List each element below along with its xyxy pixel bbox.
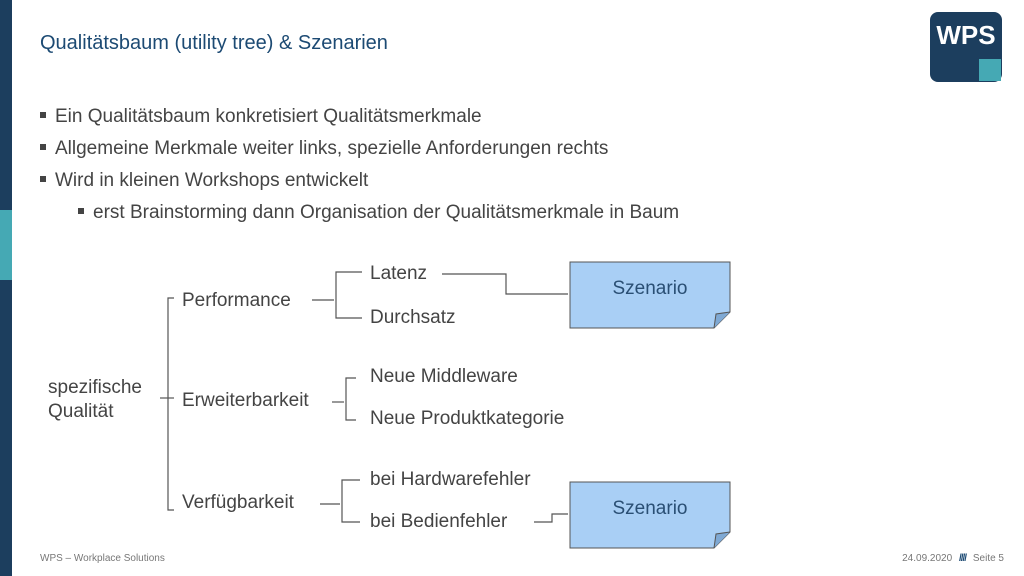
tree-leaf-neue-produktkategorie: Neue Produktkategorie: [370, 408, 565, 429]
sub-bullet-item: erst Brainstorming dann Organisation der…: [78, 202, 679, 224]
scenario-note-1: [569, 261, 731, 329]
left-brand-accent: [0, 210, 12, 280]
logo-text: WPS: [936, 20, 995, 50]
tree-root: spezifische Qualität: [48, 377, 142, 422]
tree-leaf-latenz: Latenz: [370, 263, 428, 284]
bullet-item: Wird in kleinen Workshops entwickelt: [40, 170, 368, 192]
latenz-to-scenario-line: [442, 273, 568, 295]
tree-leaf-neue-middleware: Neue Middleware: [370, 366, 518, 387]
footer-page-number: Seite 5: [972, 553, 1004, 564]
scenario-label-2: Szenario: [612, 498, 688, 519]
footer-meta: 24.09.2020 //// Seite 5: [902, 553, 1004, 564]
left-brand-bar: [0, 0, 12, 576]
scenario-label-1: Szenario: [612, 278, 688, 299]
footer-separator: ////: [958, 553, 967, 564]
verfuegbarkeit-brace: [341, 479, 360, 523]
tree-branch-verfuegbarkeit: Verfügbarkeit: [182, 492, 294, 513]
tree-leaf-bei-bedienfehler: bei Bedienfehler: [370, 511, 508, 532]
tree-leaf-durchsatz: Durchsatz: [370, 307, 456, 328]
footer-company: WPS – Workplace Solutions: [40, 553, 165, 564]
bedienfehler-to-scenario-line: [534, 513, 568, 523]
tree-leaf-bei-hardwarefehler: bei Hardwarefehler: [370, 469, 531, 490]
bullet-square-icon: [40, 112, 46, 118]
wps-logo: WPS: [930, 12, 1002, 82]
bullet-square-icon: [40, 176, 46, 182]
bullet-item: Ein Qualitätsbaum konkretisiert Qualität…: [40, 106, 482, 128]
scenario-note-2: [569, 481, 731, 549]
root-brace: [167, 297, 174, 511]
tree-branch-erweiterbarkeit: Erweiterbarkeit: [182, 390, 309, 411]
bullet-square-icon: [78, 208, 84, 214]
slide-title: Qualitätsbaum (utility tree) & Szenarien: [40, 32, 388, 54]
performance-brace: [335, 271, 362, 319]
erweiterbarkeit-brace: [345, 377, 356, 421]
tree-branch-performance: Performance: [182, 290, 291, 311]
footer-date: 24.09.2020: [902, 553, 953, 564]
bullet-square-icon: [40, 144, 46, 150]
bullet-item: Allgemeine Merkmale weiter links, spezie…: [40, 138, 608, 160]
